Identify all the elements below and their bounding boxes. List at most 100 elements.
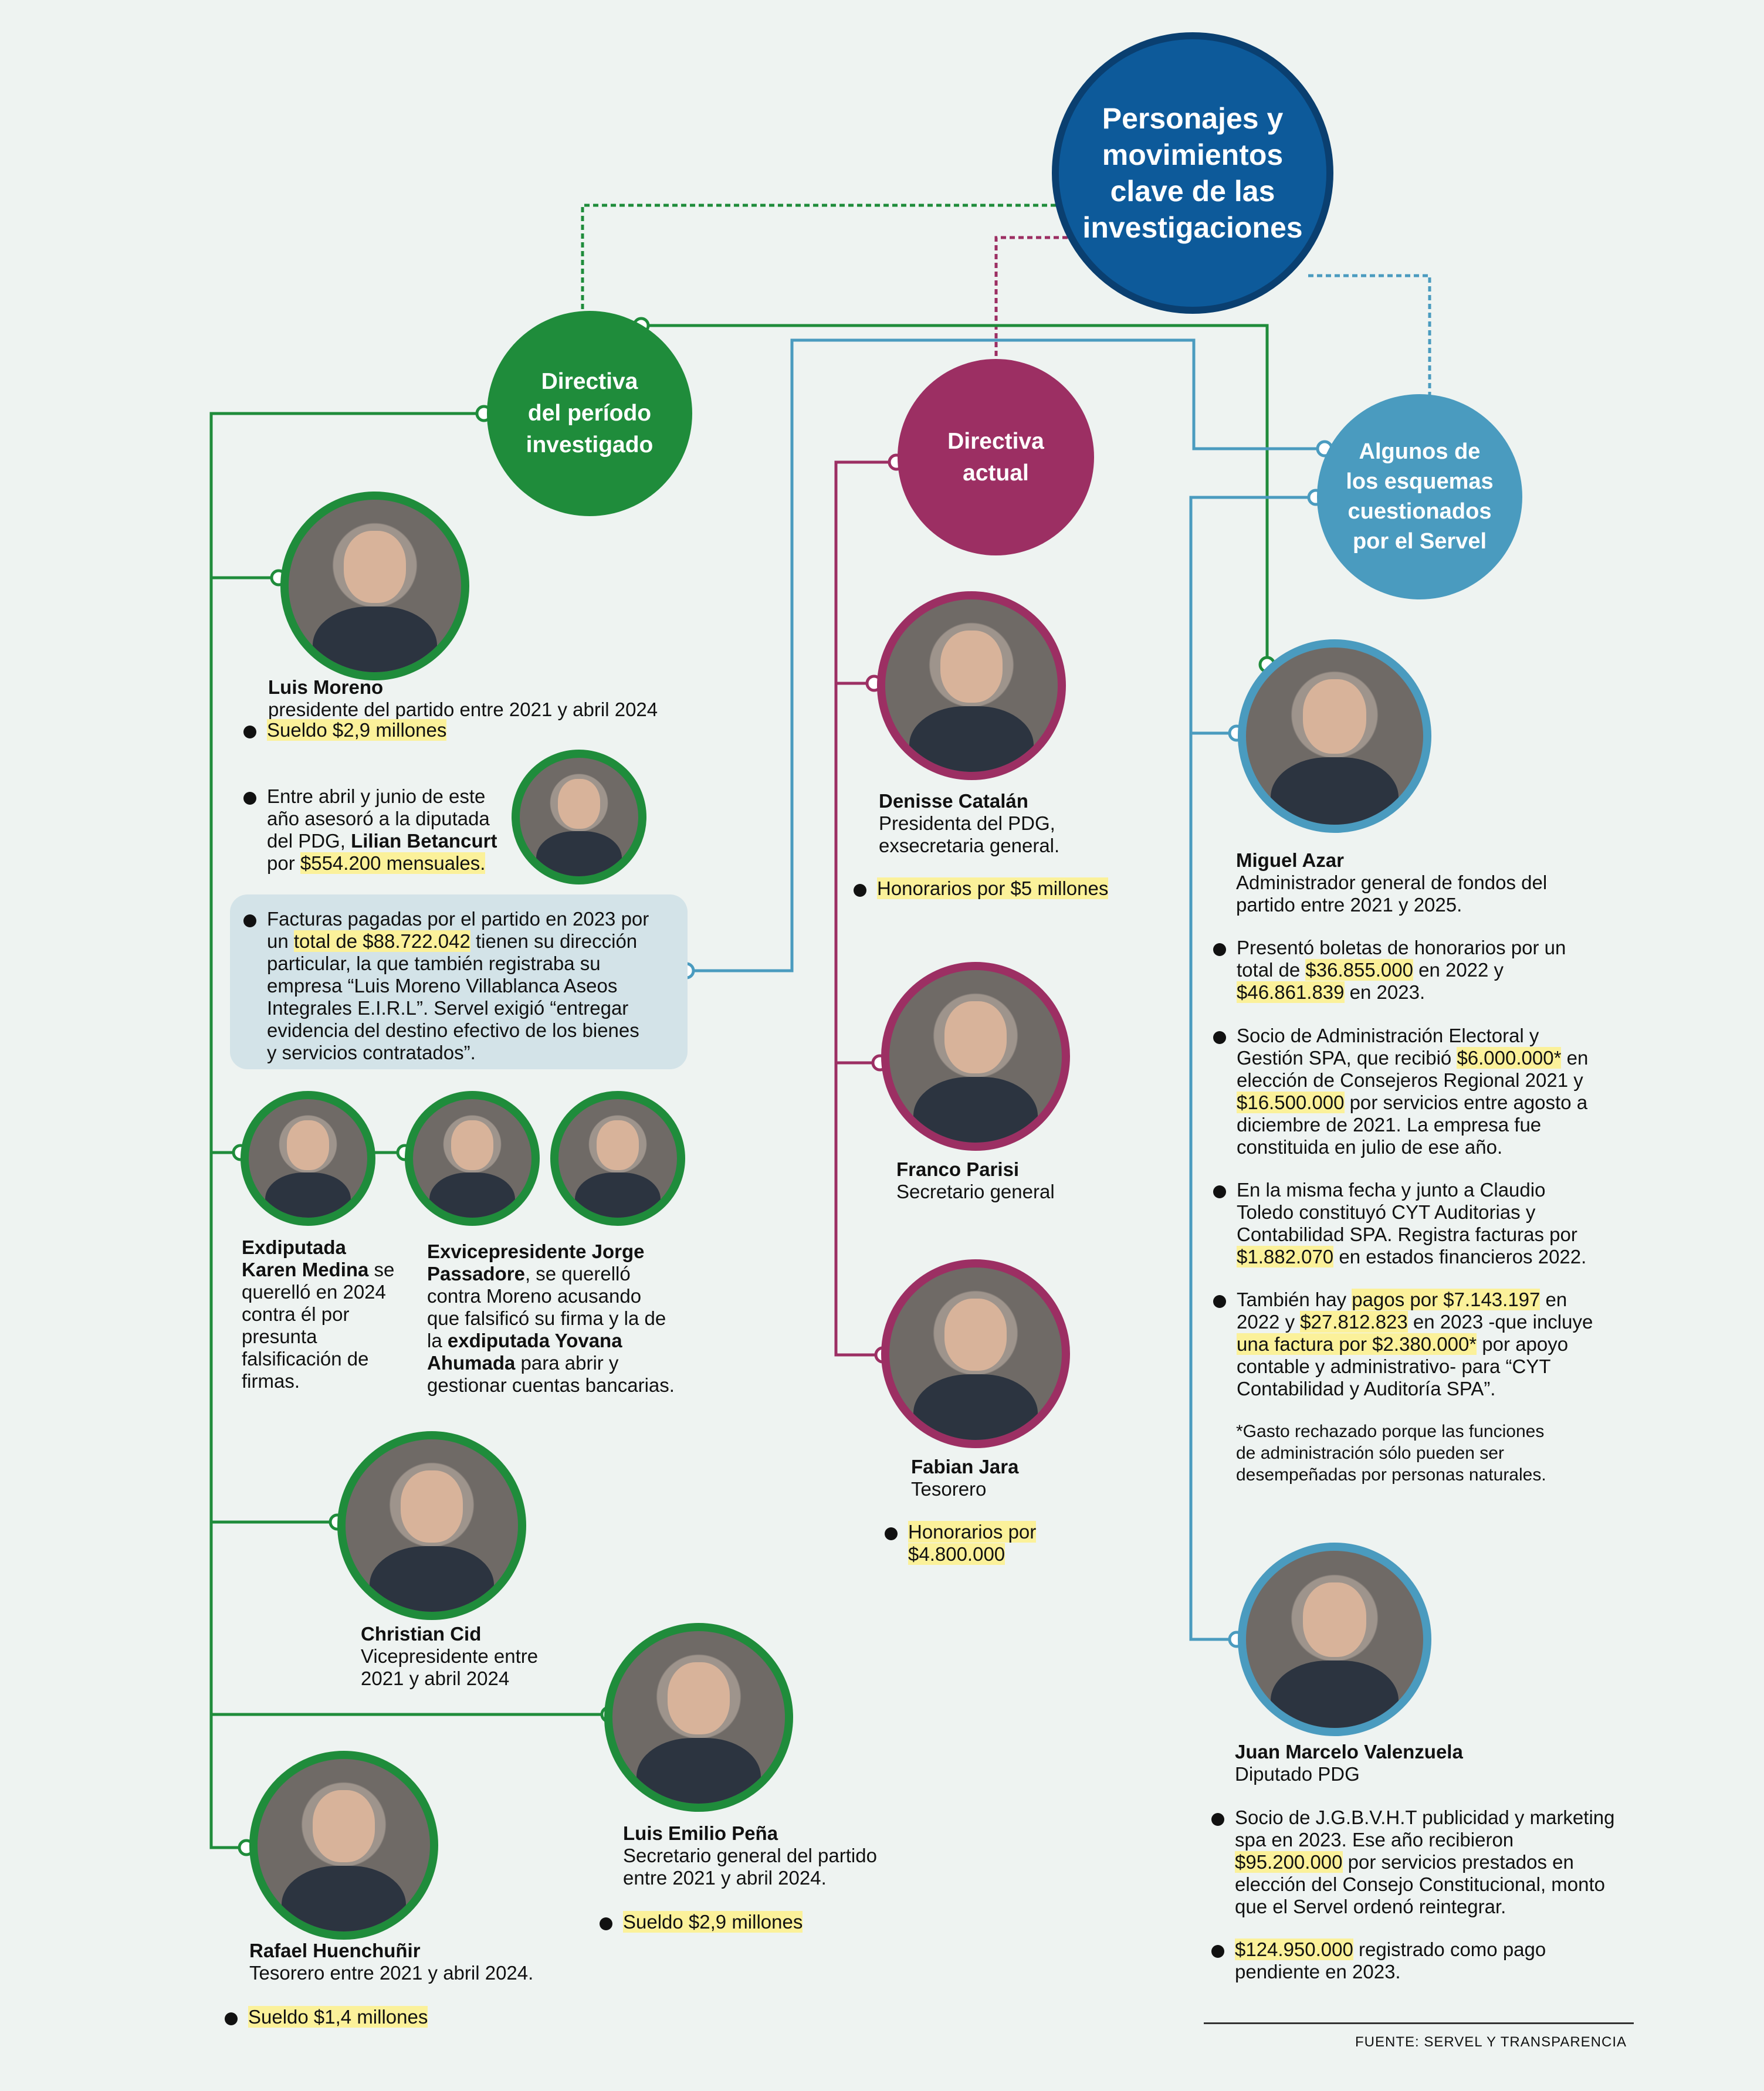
photo-juan-marcelo-valenzuela xyxy=(1238,1543,1431,1736)
source-rule xyxy=(1204,2022,1634,2024)
title-link-blue xyxy=(1308,274,1431,399)
group-label: actual xyxy=(963,460,1029,486)
medina-caption: Exdiputada Karen Medina se querelló en 2… xyxy=(242,1236,394,1392)
person-role: Tesorero xyxy=(911,1478,987,1500)
jara-caption: Fabian Jara Tesorero xyxy=(911,1456,1018,1500)
text-line: y servicios contratados”. xyxy=(267,1042,476,1063)
text-line: contable y administrativo- para “CYT xyxy=(1237,1355,1551,1377)
text-line: un xyxy=(267,930,294,952)
person-role: exsecretaria general. xyxy=(879,835,1060,856)
photo-jorge-passadore xyxy=(405,1091,540,1226)
person-name: Denisse Catalán xyxy=(879,790,1028,812)
person-name: Rafael Huenchuñir xyxy=(249,1940,421,1961)
photo-luis-moreno xyxy=(280,492,469,680)
group-label: Directiva xyxy=(947,428,1044,454)
photo-luis-emilio-pena xyxy=(604,1623,793,1812)
photo-franco-parisi xyxy=(881,962,1070,1151)
text-line: presunta xyxy=(242,1326,317,1347)
highlight: pagos por $7.143.197 xyxy=(1352,1289,1540,1310)
person-name: Passadore xyxy=(427,1263,525,1285)
person-name: Exdiputada xyxy=(242,1236,346,1258)
highlight: $554.200 mensuales. xyxy=(300,852,486,874)
text-line: en 2022 y xyxy=(1413,959,1504,981)
azar-bullet-2: Socio de Administración Electoral y Gest… xyxy=(1213,1025,1588,1158)
text-line: constituida en julio de ese año. xyxy=(1237,1136,1503,1158)
text-line: la xyxy=(427,1330,448,1351)
photo-christian-cid xyxy=(337,1431,526,1620)
group-label: cuestionados xyxy=(1347,499,1492,524)
text-line: pendiente en 2023. xyxy=(1235,1961,1401,1982)
highlight: $27.812.823 xyxy=(1300,1311,1408,1333)
person-role: presidente del partido entre 2021 y abri… xyxy=(268,699,658,720)
text-line: en xyxy=(1561,1047,1589,1069)
group-label: Directiva xyxy=(541,369,638,394)
text-line: por servicios entre agosto a xyxy=(1344,1092,1588,1113)
text-line: Contabilidad y Auditoría SPA”. xyxy=(1237,1378,1496,1399)
group-current-circle: Directiva actual xyxy=(898,359,1094,555)
photo-miguel-azar xyxy=(1238,639,1431,833)
text-line: Entre abril y junio de este xyxy=(267,785,486,807)
text-line: que el Servel ordenó reintegrar. xyxy=(1235,1896,1506,1917)
highlight: Sueldo $2,9 millones xyxy=(267,719,447,741)
person-role: Secretario general del partido xyxy=(623,1845,877,1866)
title-line: Personajes y xyxy=(1102,102,1284,135)
moreno-invoice-box xyxy=(230,894,688,1069)
person-name: Juan Marcelo Valenzuela xyxy=(1235,1741,1463,1763)
catalan-caption: Denisse Catalán Presidenta del PDG, exse… xyxy=(879,790,1059,857)
text-line: en 2023. xyxy=(1344,981,1426,1003)
text-line: evidencia del destino efectivo de los bi… xyxy=(267,1019,639,1041)
text-line: que falsificó su firma y la de xyxy=(427,1307,666,1329)
text-line: , se querelló xyxy=(524,1263,631,1285)
text-line: Integrales E.I.R.L”. Servel exigió “entr… xyxy=(267,997,629,1019)
text-line: en estados financieros 2022. xyxy=(1333,1246,1587,1268)
group-label: del período xyxy=(527,401,652,426)
group-schemes-circle: Algunos de los esquemas cuestionados por… xyxy=(1317,394,1522,599)
highlight: $95.200.000 xyxy=(1235,1851,1343,1873)
text-line: Presentó boletas de honorarios por un xyxy=(1237,937,1566,958)
text-strong: Lilian Betancurt xyxy=(351,830,497,852)
person-role: Secretario general xyxy=(896,1181,1055,1202)
person-role: 2021 y abril 2024 xyxy=(361,1668,510,1689)
text-line: particular, la que también registraba su xyxy=(267,953,601,974)
text-line: contra él por xyxy=(242,1303,350,1325)
highlight: Honorarios por $5 millones xyxy=(877,877,1109,899)
text-line: para abrir y xyxy=(515,1352,619,1374)
highlight: $36.855.000 xyxy=(1305,959,1413,981)
group-label: Algunos de xyxy=(1359,439,1481,464)
moreno-advice: Entre abril y junio de este año asesoró … xyxy=(243,785,497,875)
photo-denisse-catalan xyxy=(877,591,1066,780)
azar-bullet-3: En la misma fecha y junto a Claudio Tole… xyxy=(1213,1179,1586,1268)
title-link-magenta xyxy=(994,236,1068,361)
jara-fee: Honorarios por $4.800.000 xyxy=(885,1521,1037,1565)
text-line: spa en 2023. Ese año recibieron xyxy=(1235,1829,1514,1851)
text-line: por servicios prestados en xyxy=(1342,1851,1574,1873)
text-line: de administración sólo pueden ser xyxy=(1236,1443,1504,1463)
text-strong: Ahumada xyxy=(427,1352,516,1374)
highlight: Sueldo $2,9 millones xyxy=(623,1911,803,1933)
group-period-circle: Directiva del período investigado xyxy=(487,311,692,516)
valenzuela-caption: Juan Marcelo Valenzuela Diputado PDG xyxy=(1235,1741,1463,1785)
moreno-caption: Luis Moreno presidente del partido entre… xyxy=(268,676,658,721)
text-line: También hay xyxy=(1237,1289,1352,1310)
person-name: Exvicepresidente Jorge xyxy=(427,1241,645,1262)
person-role: Diputado PDG xyxy=(1235,1763,1360,1785)
group-label: por el Servel xyxy=(1352,529,1487,554)
text-line: firmas. xyxy=(242,1370,300,1392)
highlight: una factura por $2.380.000* xyxy=(1237,1333,1477,1355)
person-name: Miguel Azar xyxy=(1236,849,1344,871)
green-to-azar xyxy=(641,324,1269,665)
highlight: Honorarios por xyxy=(908,1521,1037,1543)
text-line: gestionar cuentas bancarias. xyxy=(427,1374,675,1396)
blue-from-invoice xyxy=(686,338,1325,972)
highlight: $1.882.070 xyxy=(1237,1246,1334,1268)
text-line: en xyxy=(1540,1289,1567,1310)
text-line: Toledo constituyó CYT Auditorias y xyxy=(1237,1201,1536,1223)
passadore-caption: Exvicepresidente Jorge Passadore, se que… xyxy=(427,1241,675,1397)
person-name: Karen Medina xyxy=(242,1259,369,1280)
text-line: por apoyo xyxy=(1477,1333,1569,1355)
parisi-caption: Franco Parisi Secretario general xyxy=(896,1158,1055,1203)
highlight: $4.800.000 xyxy=(908,1543,1005,1565)
person-role: Presidenta del PDG, xyxy=(879,812,1055,834)
azar-bullet-1: Presentó boletas de honorarios por un to… xyxy=(1213,937,1566,1004)
text-line: del PDG, xyxy=(267,830,351,852)
